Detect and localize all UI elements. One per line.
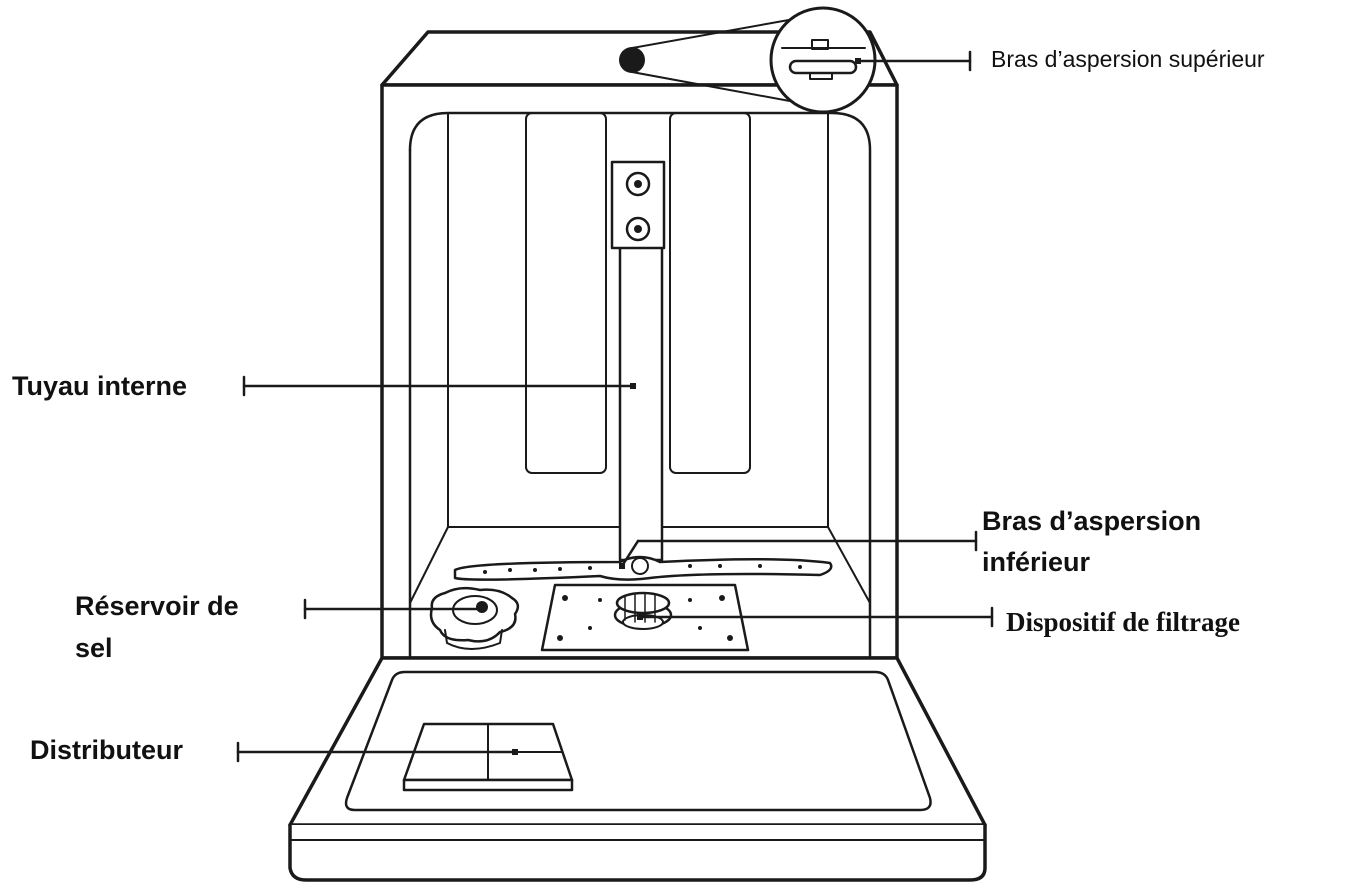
inner-pipe xyxy=(612,162,664,560)
label-inner-pipe: Tuyau interne xyxy=(12,370,187,402)
dispenser xyxy=(404,724,572,790)
label-lower-spray-arm-line2: inférieur xyxy=(982,546,1090,578)
label-salt-reservoir-line2: sel xyxy=(75,632,113,664)
door xyxy=(290,658,985,880)
label-salt-reservoir-line1: Réservoir de xyxy=(75,590,239,622)
label-lower-spray-arm-line1: Bras d’aspersion xyxy=(982,505,1201,537)
label-dispenser: Distributeur xyxy=(30,734,183,766)
label-upper-spray-arm: Bras d’aspersion supérieur xyxy=(991,46,1265,74)
label-filter: Dispositif de filtrage xyxy=(1006,606,1240,638)
